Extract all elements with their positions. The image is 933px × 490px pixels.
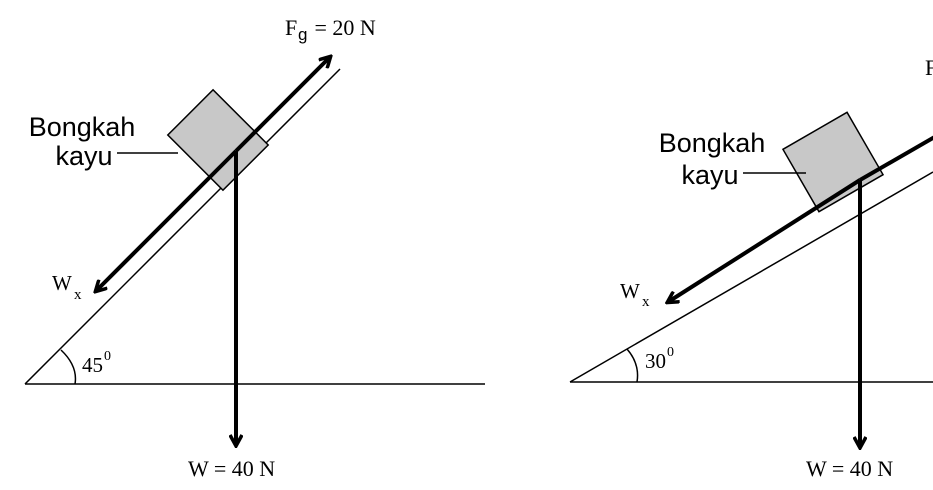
right-angle-arc (626, 348, 639, 383)
right-wx-label-w: W (620, 279, 640, 303)
right-angle-label: 30 (645, 349, 666, 373)
right-incline-line (569, 171, 933, 383)
left-incline-diagram: Bongkah kayu F g = 20 N W x 45 0 W = 40 … (24, 15, 485, 481)
right-force-label-partial: F (925, 55, 933, 80)
left-force-label-value: = 20 N (309, 15, 376, 40)
left-angle-label: 45 (82, 353, 103, 377)
left-angle-arc (60, 349, 77, 385)
left-force-label-f: F (285, 15, 297, 40)
left-wood-block (166, 88, 270, 192)
left-wx-label-subscript: x (74, 287, 82, 303)
left-wx-label-w: W (52, 271, 72, 295)
left-wx-arrow (96, 149, 238, 291)
left-weight-label: W = 40 N (188, 456, 275, 481)
left-force-label-subscript: g (298, 25, 307, 44)
left-incline-line (24, 68, 341, 385)
right-wx-label-subscript: x (642, 294, 650, 310)
right-block-label-line2: kayu (681, 160, 738, 190)
right-angle-degree: 0 (667, 345, 674, 360)
right-wx-arrow (668, 178, 862, 302)
left-block-label-line2: kayu (55, 141, 112, 171)
right-incline-diagram: Bongkah kayu F W x 30 0 W = 40 N (569, 55, 933, 481)
right-friction-force-arrow (859, 135, 933, 182)
left-friction-force-arrow (234, 57, 330, 153)
left-angle-degree: 0 (104, 349, 111, 364)
left-block-label-line1: Bongkah (29, 112, 136, 142)
right-block-label-line1: Bongkah (659, 128, 766, 158)
right-weight-label: W = 40 N (806, 456, 893, 481)
